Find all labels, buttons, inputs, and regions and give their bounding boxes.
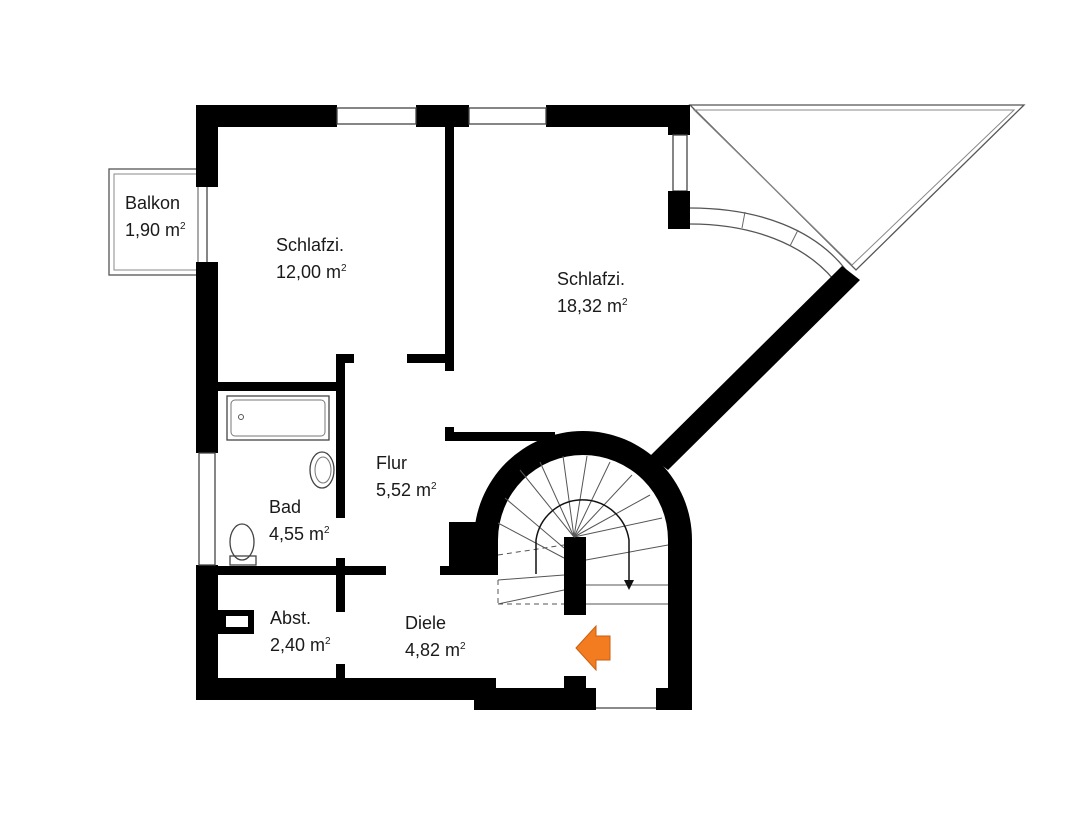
shaft-inner xyxy=(226,616,248,627)
room-schlafzimmer-1: Schlafzi. 12,00 m2 xyxy=(276,232,347,286)
stair-block xyxy=(449,522,489,574)
bay-window xyxy=(689,207,847,271)
bathtub-inner xyxy=(230,399,326,437)
room-name: Balkon xyxy=(125,193,181,213)
wall-diagonal xyxy=(650,266,860,470)
bay-mullion-2 xyxy=(789,229,799,247)
room-area: 1,90 m2 xyxy=(125,220,186,240)
wall-right-pillar xyxy=(668,191,690,229)
room-name: Schlafzi. xyxy=(276,235,345,255)
balcony-outline-inner xyxy=(113,173,199,271)
bay-window-inner xyxy=(689,223,835,281)
wall-diele-stair xyxy=(440,566,498,575)
stair-tower-wall xyxy=(474,431,692,710)
wall-top-left xyxy=(196,105,337,127)
wall-bedroom-divider xyxy=(445,127,454,371)
wall-bottom-left xyxy=(196,678,496,700)
wall-abst-top xyxy=(218,566,386,575)
room-flur: Flur 5,52 m2 xyxy=(376,450,437,504)
toilet-bowl xyxy=(229,523,255,561)
wall-bad-top xyxy=(218,382,336,391)
toilet-tank xyxy=(229,555,257,566)
wall-bottom-post xyxy=(564,676,586,690)
stair-direction-arrowhead xyxy=(624,580,634,590)
terrace-outline xyxy=(688,104,1026,271)
wall-left-3 xyxy=(196,565,218,700)
wall-abst-right xyxy=(336,558,345,612)
room-name: Schlafzi. xyxy=(557,269,626,289)
room-area: 5,52 m2 xyxy=(376,480,437,500)
entrance-arrow-icon xyxy=(575,624,611,672)
sink-basin xyxy=(314,456,332,484)
room-name: Abst. xyxy=(270,608,312,628)
window-top-1 xyxy=(336,107,417,125)
room-bad: Bad 4,55 m2 xyxy=(269,494,330,548)
room-area: 4,82 m2 xyxy=(405,640,466,660)
wall-top-right xyxy=(546,105,690,127)
wall-right-upper xyxy=(668,105,690,135)
bathtub xyxy=(226,395,330,441)
window-left-bad xyxy=(198,452,216,566)
room-name: Diele xyxy=(405,613,447,633)
terrace-outline-inner xyxy=(692,109,1016,266)
bathtub-drain xyxy=(238,414,244,420)
wall-top-mid xyxy=(416,105,469,127)
room-area: 18,32 m2 xyxy=(557,296,628,316)
room-name: Bad xyxy=(269,497,302,517)
room-area: 4,55 m2 xyxy=(269,524,330,544)
wall-bad-right xyxy=(336,354,345,518)
window-right xyxy=(672,134,688,192)
stair-treads xyxy=(497,455,669,605)
room-balkon: Balkon 1,90 m2 xyxy=(125,190,186,244)
wall-left-2 xyxy=(196,262,218,453)
room-abstellraum: Abst. 2,40 m2 xyxy=(270,605,331,659)
wall-bedroom-stub xyxy=(407,354,454,363)
wall-flur-stair-h xyxy=(445,432,555,441)
stair-cut-line xyxy=(497,544,565,556)
bay-mullion-1 xyxy=(741,211,746,229)
room-diele: Diele 4,82 m2 xyxy=(405,610,466,664)
wall-abst-bottom-stub xyxy=(336,664,345,678)
wall-left-1 xyxy=(196,105,218,187)
room-schlafzimmer-2: Schlafzi. 18,32 m2 xyxy=(557,266,628,320)
room-area: 12,00 m2 xyxy=(276,262,347,282)
wall-bottom-right xyxy=(474,688,596,710)
window-top-2 xyxy=(468,107,547,125)
stair-newel xyxy=(564,537,586,615)
room-name: Flur xyxy=(376,453,407,473)
sink xyxy=(309,451,335,489)
room-area: 2,40 m2 xyxy=(270,635,331,655)
stair-direction-line xyxy=(535,499,630,583)
